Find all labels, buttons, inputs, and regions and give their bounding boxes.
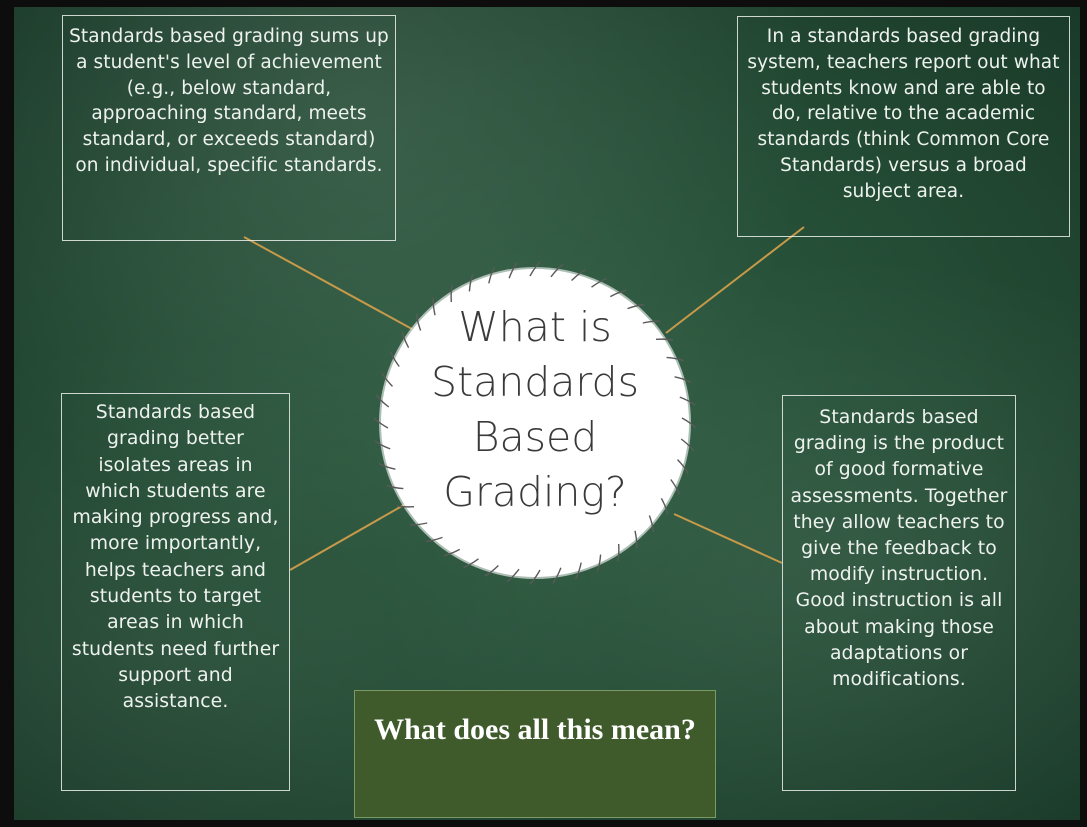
center-title: What is Standards Based Grading? [381, 300, 689, 520]
stitch-mark [574, 562, 582, 580]
stitch-mark [609, 289, 627, 298]
stitch-mark [374, 440, 391, 450]
connector-lines [243, 226, 805, 571]
stitch-mark [381, 372, 394, 387]
stitch-mark [425, 536, 443, 543]
stitch-mark [670, 479, 681, 495]
stitch-mark [508, 262, 518, 279]
stitch-mark [679, 396, 696, 406]
stitch-mark [386, 484, 404, 490]
stitch-mark [676, 459, 689, 474]
stitch-mark [552, 567, 562, 584]
center-title-line: Based [472, 413, 598, 461]
stitch-mark [432, 298, 436, 316]
connector-bottom-left [289, 501, 410, 571]
center-title-line: Grading? [443, 468, 627, 516]
stitch-border [373, 261, 697, 585]
stitch-mark [450, 284, 453, 303]
stitch-mark [591, 277, 607, 288]
stitch-mark [488, 266, 496, 284]
stitch-mark [468, 274, 474, 292]
center-circle [381, 269, 689, 577]
stitch-mark [627, 303, 645, 310]
stitch-mark [617, 543, 620, 562]
connector-top-left [243, 236, 413, 330]
stitch-mark [463, 558, 479, 569]
stitch-mark [655, 338, 674, 341]
stitch-mark [484, 564, 499, 577]
stitch-mark [660, 497, 669, 515]
note-bottom-left: Standards based grading better isolates … [61, 393, 290, 791]
note-top-right: In a standards based grading system, tea… [737, 16, 1070, 237]
stitch-mark [529, 569, 541, 585]
stitch-mark [389, 351, 400, 367]
center-title-line: What is [458, 303, 612, 351]
stitch-mark [634, 530, 638, 548]
stitch-mark [666, 356, 684, 362]
chalkboard-background: Standards based grading sums up a studen… [14, 7, 1080, 820]
stitch-mark [529, 261, 541, 277]
note-bottom-right: Standards based grading is the product o… [782, 395, 1016, 791]
connector-top-right [665, 226, 805, 334]
stitch-mark [373, 417, 389, 429]
stitch-mark [596, 554, 602, 572]
connector-bottom-right [673, 513, 783, 564]
callout-box: What does all this mean? [354, 690, 716, 818]
stitch-mark [401, 331, 410, 349]
center-title-line: Standards [431, 358, 639, 406]
stitch-mark [415, 313, 422, 331]
stitch-mark [378, 462, 396, 470]
stitch-mark [674, 376, 692, 384]
stitch-mark [648, 515, 655, 533]
stitch-mark [410, 522, 428, 526]
stitch-mark [681, 417, 697, 429]
stitch-mark [642, 320, 660, 324]
note-top-left: Standards based grading sums up a studen… [62, 15, 396, 241]
stitch-mark [396, 505, 415, 508]
stitch-mark [506, 568, 520, 583]
stitch-mark [680, 438, 695, 452]
stitch-mark [571, 269, 586, 282]
stitch-mark [443, 548, 461, 557]
stitch-mark [375, 394, 390, 408]
stitch-mark [550, 263, 564, 278]
